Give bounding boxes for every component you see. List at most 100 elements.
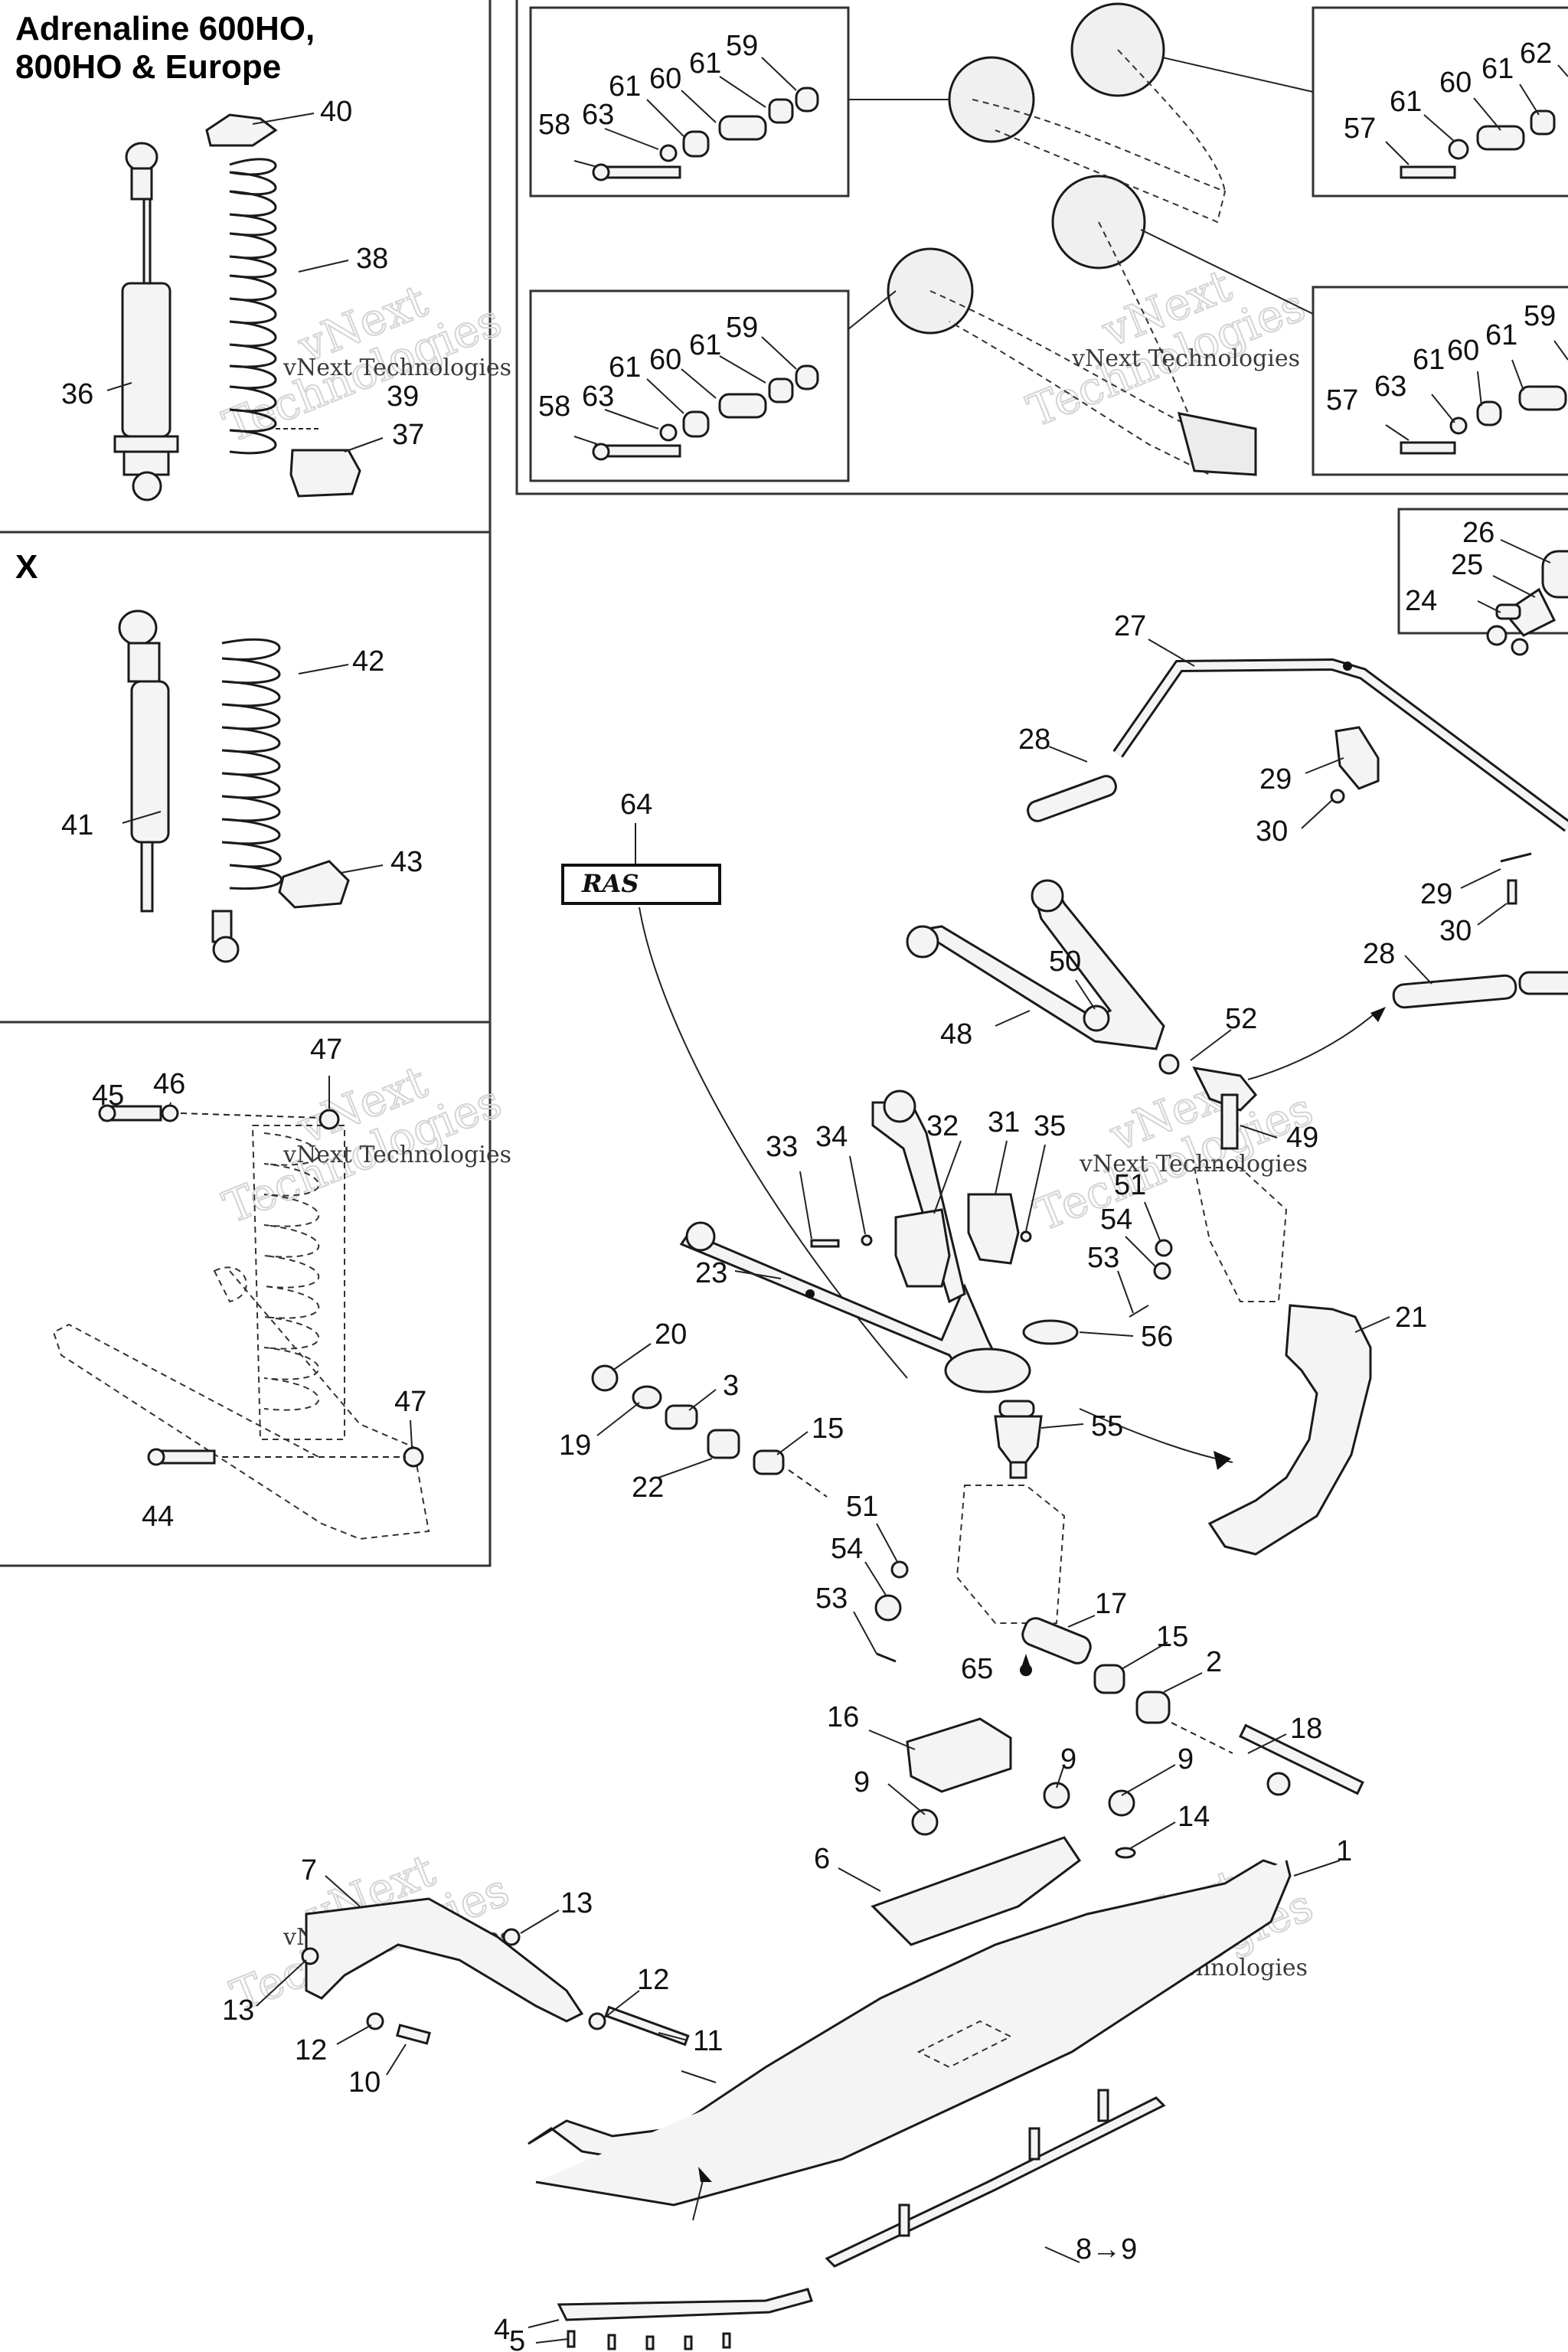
cover-6 xyxy=(871,1836,1082,1946)
clip-30 xyxy=(1507,879,1517,905)
hardware-row-box-1 xyxy=(592,87,819,181)
callout-25: 25 xyxy=(1451,549,1483,581)
callout-51-a: 51 xyxy=(1114,1169,1146,1201)
callout-58-b: 58 xyxy=(538,390,570,423)
lower-spindle-sketch xyxy=(874,1485,1066,1663)
runner-8 xyxy=(825,2089,1166,2268)
callout-5: 5 xyxy=(509,2325,525,2352)
callout-50: 50 xyxy=(1049,946,1081,978)
callout-12-a: 12 xyxy=(637,1964,669,1996)
callout-23: 23 xyxy=(695,1257,727,1289)
callout-61-g: 61 xyxy=(1413,344,1445,376)
callout-45: 45 xyxy=(92,1080,124,1112)
ball-joint-55 xyxy=(994,1400,1043,1479)
callout-9-b: 9 xyxy=(1060,1743,1076,1775)
section-x-title: X xyxy=(15,548,38,586)
callout-34: 34 xyxy=(815,1121,848,1153)
bushing-28 xyxy=(1027,775,1568,1009)
callout-8-9: 8→9 xyxy=(1076,2233,1137,2265)
callout-64: 64 xyxy=(620,789,652,821)
callout-21: 21 xyxy=(1395,1302,1427,1334)
callout-54-a: 54 xyxy=(1100,1204,1132,1236)
callout-63-a: 63 xyxy=(582,99,614,131)
shock-absorber-41 xyxy=(118,609,240,963)
callout-1: 1 xyxy=(1336,1835,1352,1867)
wear-bar-4 xyxy=(557,2288,813,2321)
bumper-32-31 xyxy=(810,1193,1032,1288)
callout-43: 43 xyxy=(390,846,423,878)
callout-49: 49 xyxy=(1286,1122,1318,1154)
callout-28-a: 28 xyxy=(1018,724,1050,756)
callout-53-b: 53 xyxy=(815,1583,848,1615)
callout-20: 20 xyxy=(655,1318,687,1351)
leader-lines xyxy=(106,57,1568,2344)
callout-24: 24 xyxy=(1405,585,1437,617)
spindle-sketch xyxy=(1129,1093,1288,1318)
callout-62: 62 xyxy=(1520,38,1552,70)
a-arm-upper-sketch xyxy=(848,2,1314,476)
callout-48: 48 xyxy=(940,1018,972,1050)
ski-1 xyxy=(528,1859,1292,2207)
title-line-1: Adrenaline 600HO, xyxy=(15,10,315,47)
bushings-stack xyxy=(591,1364,828,1498)
callout-18: 18 xyxy=(1290,1713,1322,1745)
callout-53-a: 53 xyxy=(1087,1242,1119,1274)
callout-9-a: 9 xyxy=(854,1766,870,1798)
callout-46: 46 xyxy=(153,1068,185,1100)
callout-29-a: 29 xyxy=(1259,763,1292,795)
callout-12-b: 12 xyxy=(295,2034,327,2066)
callout-numbers: 40 38 36 39 37 42 41 43 47 45 46 47 44 5… xyxy=(61,30,1556,2352)
spring-42 xyxy=(221,638,283,890)
callout-51-b: 51 xyxy=(846,1491,878,1523)
callout-58-a: 58 xyxy=(538,109,570,141)
callout-26: 26 xyxy=(1462,517,1494,549)
spring-retainer-40 xyxy=(205,113,278,147)
callout-63-c: 63 xyxy=(1374,371,1406,403)
callout-59-a: 59 xyxy=(726,30,758,62)
nuts-9 xyxy=(911,1782,1136,1859)
callout-44: 44 xyxy=(142,1501,174,1533)
callout-65: 65 xyxy=(961,1653,993,1685)
svg-text:vNext Technologies: vNext Technologies xyxy=(1071,345,1300,372)
callout-47-top: 47 xyxy=(310,1034,342,1066)
callout-17: 17 xyxy=(1095,1588,1127,1620)
callout-57-b: 57 xyxy=(1326,384,1358,416)
callout-61-f: 61 xyxy=(1481,53,1514,85)
callout-60-d: 60 xyxy=(1447,335,1479,367)
spring-stopper-43 xyxy=(278,860,350,909)
callout-55: 55 xyxy=(1091,1410,1123,1442)
callout-32: 32 xyxy=(926,1110,959,1142)
callout-3: 3 xyxy=(723,1370,739,1402)
pad-16 xyxy=(906,1717,1012,1793)
callout-60-c: 60 xyxy=(1439,67,1472,99)
callout-10: 10 xyxy=(348,2066,381,2099)
callout-61-b: 61 xyxy=(689,47,721,80)
callout-13-a: 13 xyxy=(560,1887,593,1919)
callout-42: 42 xyxy=(352,645,384,678)
callout-61-a: 61 xyxy=(609,70,641,103)
callout-61-h: 61 xyxy=(1485,319,1517,351)
callout-63-b: 63 xyxy=(582,381,614,413)
callout-60-b: 60 xyxy=(649,344,681,376)
ring-56 xyxy=(1022,1319,1079,1345)
svg-text:vNext Technologies: vNext Technologies xyxy=(283,354,511,381)
sway-bar-27 xyxy=(1112,658,1568,832)
callout-40: 40 xyxy=(320,96,352,128)
callout-61-c: 61 xyxy=(609,351,641,384)
callout-6: 6 xyxy=(814,1843,830,1875)
callout-13-b: 13 xyxy=(222,1994,254,2027)
bracket-29 xyxy=(1334,726,1380,790)
callout-59-c: 59 xyxy=(1524,300,1556,332)
callout-60-a: 60 xyxy=(649,63,681,95)
callout-14: 14 xyxy=(1178,1801,1210,1833)
ras-decal-64: RAS xyxy=(561,864,908,1379)
callout-31: 31 xyxy=(988,1106,1020,1138)
callout-47-bottom: 47 xyxy=(394,1386,426,1418)
callout-7: 7 xyxy=(301,1854,317,1886)
callout-16: 16 xyxy=(827,1701,859,1733)
callout-30-b: 30 xyxy=(1439,915,1472,947)
watermarks: vNext Technologies vNext Technologies vN… xyxy=(215,259,1320,2039)
pin-29 xyxy=(1500,852,1532,863)
svg-text:vNext Technologies: vNext Technologies xyxy=(283,1142,511,1168)
